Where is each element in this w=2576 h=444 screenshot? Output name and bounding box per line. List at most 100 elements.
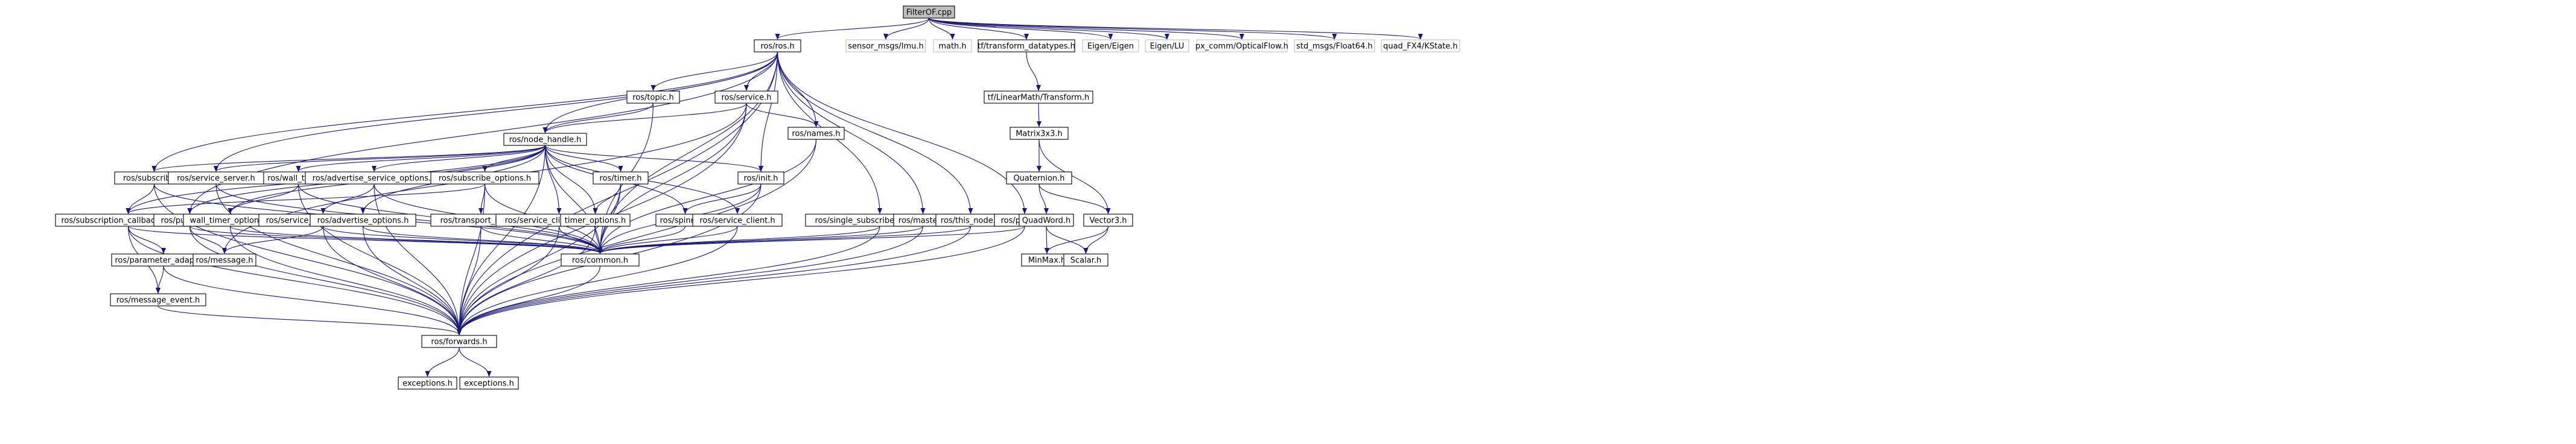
edge-node-handle-to-ros-timer: [544, 145, 623, 172]
edge-timer-opts-to-ros-forwards: [457, 226, 596, 335]
edge-quadword-to-minmax: [1044, 226, 1049, 254]
edge-ros-publisher-to-ros-message: [189, 226, 227, 254]
edge-single-sub-pub-to-ros-common: [597, 226, 880, 254]
edge-adv-service-opts-to-ros-forwards: [374, 183, 462, 335]
edge-ros-h-to-ros-init: [758, 51, 778, 172]
node-filterof[interactable]: FilterOF.cpp: [903, 5, 955, 19]
node-label: wall_timer_options.h: [190, 217, 271, 226]
node-exceptions-2[interactable]: exceptions.h: [459, 376, 519, 390]
edge-quaternion-to-vector3: [1038, 183, 1111, 214]
node-param-adapter[interactable]: ros/parameter_adapter.h: [111, 253, 216, 267]
edge-adv-service-opts-to-service-cb-helper: [320, 183, 375, 214]
node-ros-common[interactable]: ros/common.h: [561, 253, 640, 267]
node-px-comm[interactable]: px_comm/OpticalFlow.h: [1195, 39, 1288, 52]
edge-node-handle-to-timer-opts: [544, 145, 598, 214]
node-matrix3x3[interactable]: Matrix3x3.h: [1010, 127, 1069, 140]
edge-vector3-to-scalar: [1083, 226, 1109, 254]
node-adv-service-opts[interactable]: ros/advertise_service_options.h: [305, 171, 444, 185]
edge-message-event-to-ros-forwards: [157, 305, 462, 335]
node-label: ros/advertise_service_options.h: [313, 174, 436, 183]
node-label: math.h: [938, 42, 966, 51]
edge-node-handle-to-ros-common: [544, 145, 603, 254]
node-label: ros/message.h: [196, 256, 253, 265]
edge-quaternion-to-quadword: [1038, 183, 1049, 214]
node-box: [1381, 39, 1460, 52]
node-label: Scalar.h: [1070, 256, 1101, 265]
edge-matrix3x3-to-vector3: [1038, 139, 1111, 214]
node-ros-service[interactable]: ros/service.h: [714, 90, 778, 104]
node-node-handle[interactable]: ros/node_handle.h: [503, 133, 587, 146]
edge-ros-subscriber-to-ros-forwards: [153, 183, 462, 335]
node-label: quad_FX4/KState.h: [1383, 42, 1458, 51]
node-service-server[interactable]: ros/service_server.h: [168, 171, 264, 185]
node-label: ros/timer.h: [599, 174, 641, 183]
edge-ros-topic-to-node-handle: [542, 103, 654, 133]
node-std-float64[interactable]: std_msgs/Float64.h: [1294, 39, 1375, 52]
node-subscribe-opts[interactable]: ros/subscribe_options.h: [430, 171, 539, 185]
node-box: [421, 335, 497, 348]
node-ros-message[interactable]: ros/message.h: [192, 253, 256, 267]
edge-wall-timer-to-wall-timer-opts: [227, 183, 299, 214]
node-label: Matrix3x3.h: [1016, 130, 1063, 139]
node-box: [1196, 39, 1288, 52]
node-wall-timer-opts[interactable]: wall_timer_options.h: [183, 214, 278, 227]
edge-ros-master-to-ros-forwards: [457, 226, 924, 335]
edge-filterof-to-tf-datatypes: [928, 17, 1029, 40]
node-ros-timer[interactable]: ros/timer.h: [593, 171, 649, 185]
node-ros-h[interactable]: ros/ros.h: [754, 39, 801, 52]
node-timer-opts[interactable]: timer_options.h: [560, 214, 631, 227]
node-label: ros/master.h: [898, 217, 947, 226]
node-sensor-imu[interactable]: sensor_msgs/Imu.h: [845, 39, 926, 52]
node-label: QuadWord.h: [1022, 217, 1070, 226]
edge-ros-timer-to-ros-forwards: [457, 183, 622, 335]
edge-sub-cb-helper-to-param-adapter: [127, 226, 166, 254]
edge-single-sub-pub-to-ros-forwards: [457, 226, 880, 335]
node-ros-topic[interactable]: ros/topic.h: [626, 90, 680, 104]
node-ros-forwards[interactable]: ros/forwards.h: [421, 335, 497, 348]
node-label: timer_options.h: [565, 217, 626, 226]
node-label: ros/subscribe_options.h: [439, 174, 531, 183]
node-box: [310, 214, 416, 227]
edge-ros-h-to-ros-subscriber: [151, 51, 778, 172]
node-quadword[interactable]: QuadWord.h: [1019, 214, 1074, 227]
node-message-event[interactable]: ros/message_event.h: [110, 293, 206, 306]
node-service-client[interactable]: ros/service_client.h: [692, 214, 783, 227]
edge-ros-names-to-ros-forwards: [457, 139, 817, 335]
node-label: std_msgs/Float64.h: [1296, 42, 1372, 51]
node-vector3[interactable]: Vector3.h: [1083, 214, 1133, 227]
node-scalar[interactable]: Scalar.h: [1063, 253, 1108, 267]
edge-node-handle-to-wall-timer: [296, 145, 546, 172]
node-label: MinMax.h: [1028, 256, 1066, 265]
node-box: [192, 253, 256, 267]
edge-param-adapter-to-message-event: [156, 265, 164, 294]
edge-tf-transform-to-matrix3x3: [1036, 103, 1042, 127]
node-label: tf/LinearMath/Transform.h: [988, 94, 1089, 103]
node-box: [984, 90, 1093, 104]
node-box: [459, 376, 519, 390]
node-this-node[interactable]: ros/this_node.h: [935, 214, 1006, 227]
node-eigen-eigen[interactable]: Eigen/Eigen: [1082, 39, 1139, 52]
node-tf-transform[interactable]: tf/LinearMath/Transform.h: [984, 90, 1093, 104]
node-minmax[interactable]: MinMax.h: [1021, 253, 1073, 267]
node-ros-init[interactable]: ros/init.h: [737, 171, 784, 185]
node-ros-names[interactable]: ros/names.h: [787, 127, 845, 140]
edge-ros-timer-to-timer-opts: [593, 183, 622, 214]
node-label: Eigen/LU: [1150, 42, 1185, 51]
edge-node-handle-to-ros-forwards: [457, 145, 546, 335]
node-label: ros/node_handle.h: [509, 136, 582, 145]
node-quad-fx4[interactable]: quad_FX4/KState.h: [1381, 39, 1460, 52]
node-box: [1145, 39, 1189, 52]
node-box: [714, 90, 778, 104]
node-eigen-lu[interactable]: Eigen/LU: [1145, 39, 1189, 52]
node-label: ros/init.h: [743, 174, 778, 183]
edge-subscribe-opts-to-ros-forwards: [457, 183, 486, 335]
node-exceptions-1[interactable]: exceptions.h: [398, 376, 457, 390]
node-quaternion[interactable]: Quaternion.h: [1006, 171, 1072, 185]
node-box: [561, 253, 640, 267]
node-tf-datatypes[interactable]: tf/transform_datatypes.h: [978, 39, 1075, 52]
node-math-h[interactable]: math.h: [933, 39, 972, 52]
node-label: ros/topic.h: [632, 94, 674, 103]
node-adv-opts[interactable]: ros/advertise_options.h: [310, 214, 416, 227]
edge-ros-h-to-this-node: [777, 51, 973, 214]
